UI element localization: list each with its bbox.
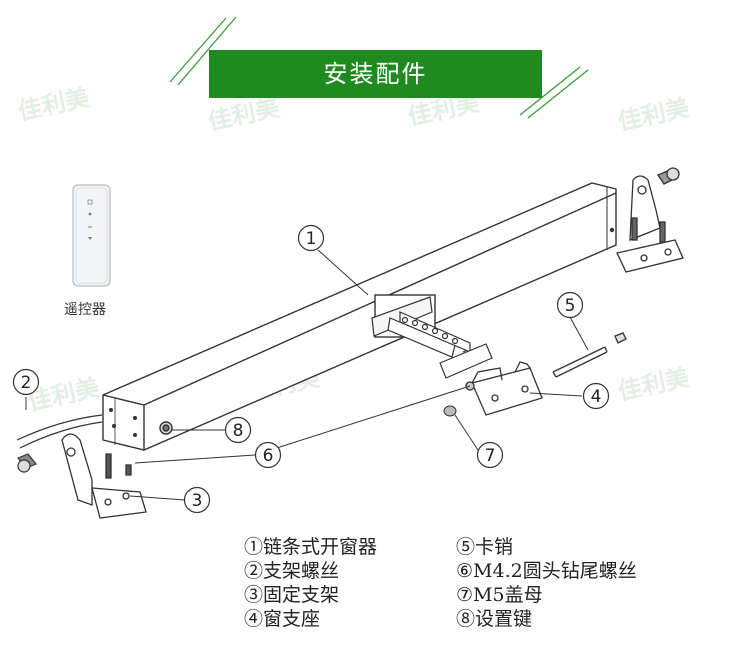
window-support <box>465 361 543 416</box>
legend-item: ⑤卡销 <box>456 536 514 558</box>
watermark-text: 佳利美 <box>615 364 691 406</box>
pin <box>552 332 627 378</box>
svg-text:7: 7 <box>485 446 496 466</box>
section-title-banner: 安装配件 <box>209 50 542 98</box>
m5-cap-nut <box>443 405 457 417</box>
legend-item: ⑦M5盖母 <box>456 584 543 606</box>
right-fixing-bracket <box>616 167 684 273</box>
bracket-screw <box>16 414 103 473</box>
chain-bracket <box>371 296 493 379</box>
leader-lines <box>25 249 589 501</box>
legend-left: ①链条式开窗器 ②支架螺丝 ③固定支架 ④窗支座 <box>244 535 377 631</box>
svg-text:3: 3 <box>192 491 203 511</box>
callout-4: 4 <box>582 382 610 410</box>
legend-item: ①链条式开窗器 <box>244 536 378 558</box>
callout-5: 5 <box>556 291 584 319</box>
svg-text:4: 4 <box>591 387 602 407</box>
remote-control <box>72 184 111 287</box>
callout-3: 3 <box>183 486 211 514</box>
legend-item: ⑧设置键 <box>456 608 533 630</box>
callout-8: 8 <box>224 416 252 444</box>
legend-item: ⑥M4.2圆头钻尾螺丝 <box>456 560 637 582</box>
watermark-text: 佳利美 <box>615 94 691 136</box>
svg-text:8: 8 <box>233 421 244 441</box>
window-opener-body <box>102 182 617 451</box>
legend-item: ②支架螺丝 <box>244 560 340 582</box>
callout-1: 1 <box>297 224 325 252</box>
legend-right: ⑤卡销 ⑥M4.2圆头钻尾螺丝 ⑦M5盖母 ⑧设置键 <box>456 535 637 631</box>
callout-7: 7 <box>476 441 504 469</box>
left-fixing-bracket <box>61 433 147 519</box>
svg-text:1: 1 <box>306 229 317 249</box>
banner-decoration <box>169 16 589 119</box>
callout-6: 6 <box>254 441 282 469</box>
legend-item: ③固定支架 <box>244 584 340 606</box>
legend-item: ④窗支座 <box>244 608 321 630</box>
svg-text:6: 6 <box>263 446 274 466</box>
watermark-text: 佳利美 <box>205 94 281 136</box>
watermark-text: 佳利美 <box>15 84 91 126</box>
callout-2: 2 <box>12 368 40 396</box>
remote-label: 遥控器 <box>64 302 106 318</box>
svg-text:5: 5 <box>565 296 576 316</box>
svg-text:2: 2 <box>21 373 32 393</box>
